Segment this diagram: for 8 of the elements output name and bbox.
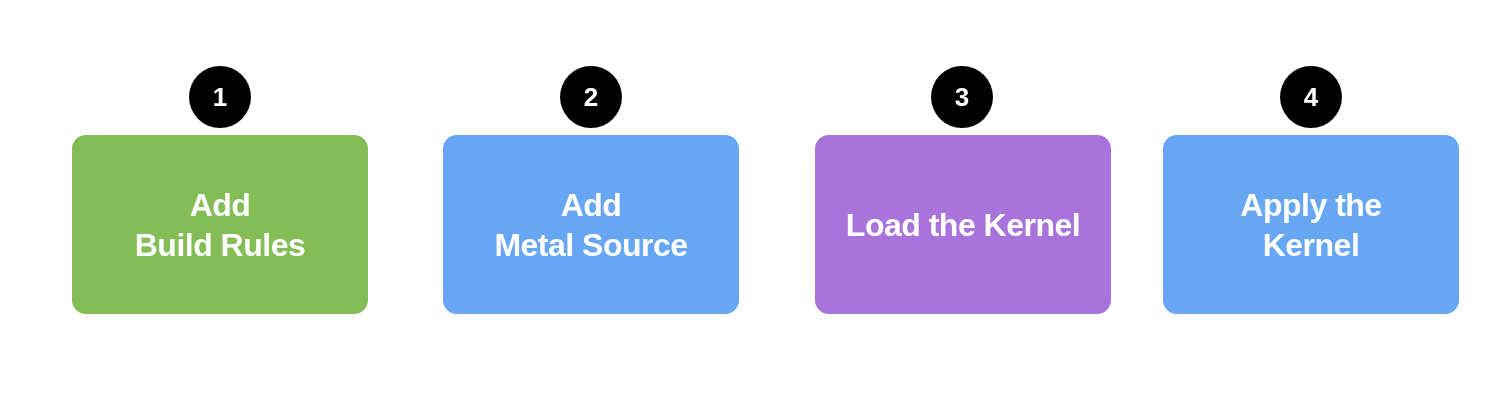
step-label: Add Metal Source (494, 185, 688, 265)
step-card (1163, 135, 1459, 314)
step-card (815, 135, 1111, 314)
step-card (443, 135, 739, 314)
step-label: Load the Kernel (845, 205, 1081, 245)
step-label: Apply the Kernel (1240, 185, 1382, 265)
step-label: Add Build Rules (134, 185, 306, 265)
step-card (72, 135, 368, 314)
